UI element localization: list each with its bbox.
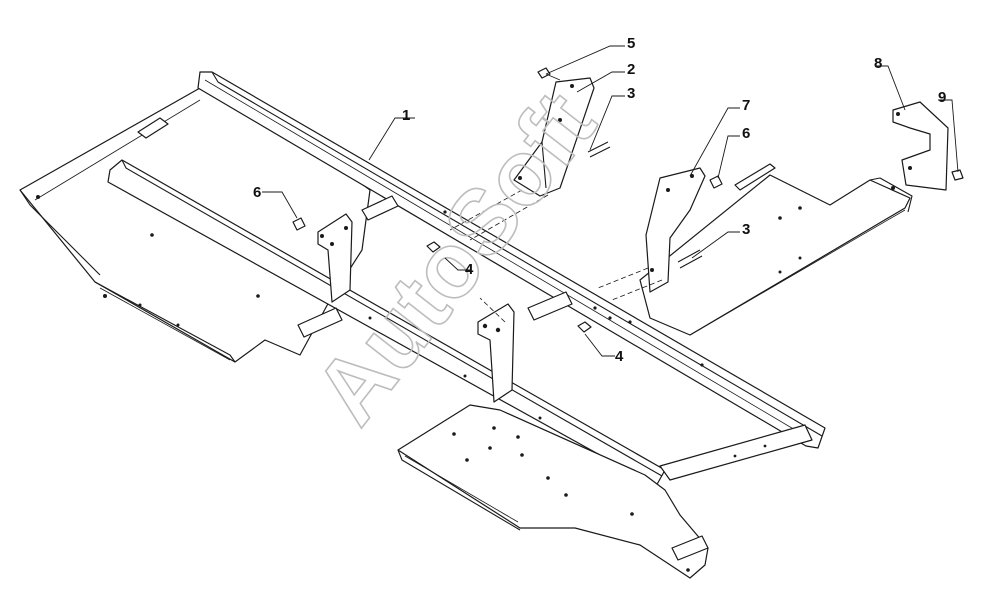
assembly-lines	[449, 189, 663, 323]
part-7-bracket	[645, 167, 706, 293]
callout-2: 2	[627, 61, 635, 78]
callout-3-right: 3	[742, 221, 750, 238]
upright-bracket-left	[317, 213, 353, 303]
callout-3-upper: 3	[627, 85, 635, 102]
callout-1: 1	[402, 107, 410, 124]
callout-7: 7	[742, 97, 750, 114]
part-2-bracket	[513, 77, 595, 197]
callout-8: 8	[874, 55, 882, 72]
callout-labels: 1 2 3 3 4 4 5 6 6 7 8 9	[253, 35, 946, 365]
callout-6-right: 6	[742, 125, 750, 142]
callout-4-right: 4	[615, 348, 624, 365]
callout-6-left: 6	[253, 184, 261, 201]
fasteners	[292, 67, 964, 333]
beam-clips	[297, 195, 573, 338]
callout-5: 5	[627, 35, 635, 52]
right-upper-plate	[639, 163, 913, 336]
callout-leaders	[262, 45, 959, 357]
right-lower-deck-plate	[397, 404, 813, 579]
part-8-bracket	[892, 101, 949, 191]
callout-4-left: 4	[465, 261, 474, 278]
main-beam	[197, 71, 826, 449]
upright-bracket-center	[477, 303, 515, 403]
callout-9: 9	[938, 89, 946, 106]
